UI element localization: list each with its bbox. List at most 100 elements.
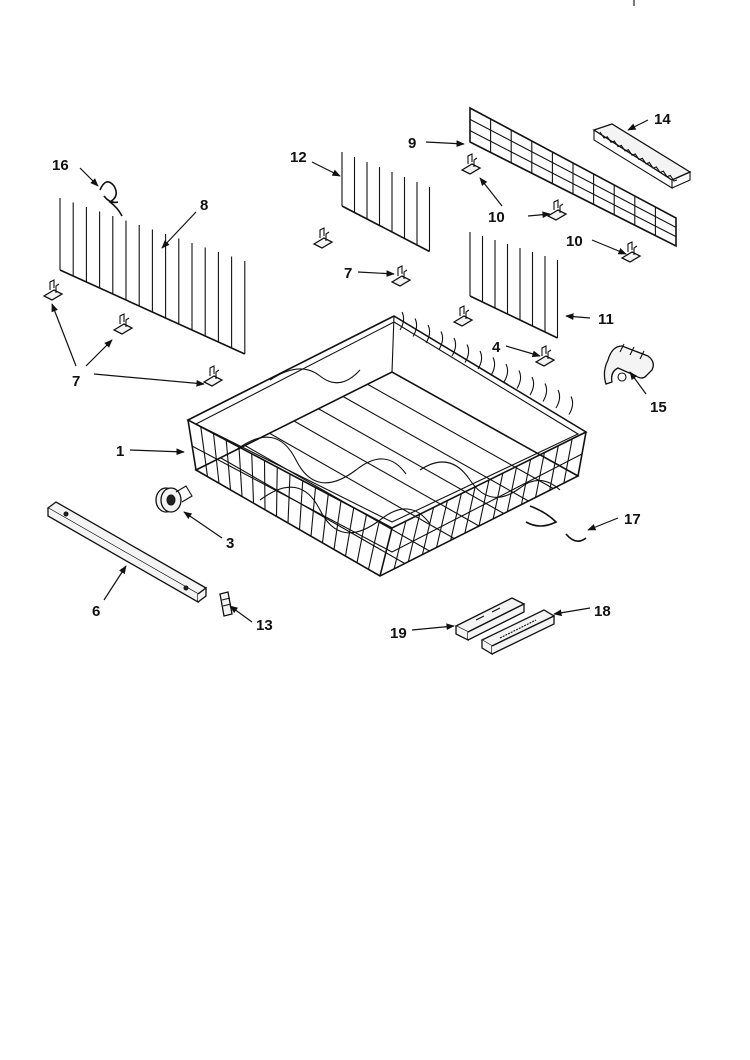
clip (312, 237, 334, 249)
rail-tooth (669, 174, 678, 182)
rack-floor-wire (244, 445, 430, 552)
part-13-stop (219, 591, 233, 617)
rack-floor-wire (293, 420, 480, 527)
rack-tine (425, 324, 431, 344)
clip-tab (473, 157, 478, 167)
rail-tooth (641, 157, 650, 165)
rack-wire (310, 487, 317, 537)
callout-17: 17 (624, 511, 641, 528)
rack-floor-wire (367, 383, 554, 489)
rack-wire (464, 486, 476, 534)
clip-tab (553, 199, 559, 210)
callout-13: 13 (256, 617, 273, 634)
callout-12: 12 (290, 149, 307, 166)
leader-lines (51, 119, 649, 631)
clip-tab (627, 241, 633, 252)
rack-wire (275, 467, 278, 517)
rack-wire (520, 459, 532, 505)
rack-tine (503, 363, 509, 383)
rack-floor-wire (269, 432, 455, 539)
rack-tine (555, 389, 561, 409)
callout-10: 10 (488, 209, 505, 226)
clip-tab (541, 345, 547, 356)
clip-tab (465, 309, 470, 319)
clip-tab (119, 313, 125, 324)
rack-wire (450, 493, 462, 541)
tine12-rod (341, 205, 430, 253)
clip (452, 315, 474, 327)
rack-tine (529, 376, 535, 396)
clip-tab (125, 317, 130, 327)
part-19-handle-base (454, 597, 526, 642)
clip-tab (559, 203, 564, 213)
part-16-clip (99, 181, 123, 217)
rack-wire (478, 479, 490, 527)
rack-tine (516, 370, 522, 389)
rack-tine (464, 344, 470, 363)
grid-row (469, 118, 677, 228)
rack-tine (399, 311, 405, 331)
callout-3: 3 (226, 535, 234, 552)
rack-wire (535, 452, 545, 498)
part-8-tine-row (59, 198, 246, 355)
rack-floor-wire (342, 396, 529, 502)
rack-wire (298, 480, 304, 530)
part-18-handle-cover (480, 609, 556, 656)
rail-tooth (620, 144, 629, 152)
rail-tooth (655, 166, 664, 174)
clip-tab (459, 305, 465, 316)
part-12-tine-row (341, 152, 431, 253)
rack-tine (542, 383, 548, 402)
rail-tooth (627, 148, 636, 156)
rack-wire (436, 500, 448, 548)
rack-wire (393, 521, 407, 569)
callout-19: 19 (390, 625, 407, 642)
part-17-hook (565, 533, 587, 542)
rack-floor-wire (318, 408, 505, 514)
clip-tab (209, 365, 215, 376)
callout-15: 15 (650, 399, 667, 416)
clip (112, 323, 134, 335)
callout-8: 8 (200, 197, 208, 214)
clip-tab (319, 227, 325, 238)
rack-wire (492, 473, 504, 519)
tine8-rod (59, 269, 246, 355)
clip-tab (49, 279, 55, 290)
callout-11: 11 (598, 311, 614, 328)
callout-16: 16 (52, 157, 69, 174)
callout-7: 7 (72, 373, 80, 390)
clip-tab (403, 269, 408, 279)
rail-tooth (599, 131, 608, 139)
callout-7: 7 (344, 265, 352, 282)
rack-wire (287, 473, 291, 524)
part-3-wheel (155, 485, 193, 513)
clip (546, 209, 568, 221)
clip-parts (42, 153, 642, 387)
callout-18: 18 (594, 603, 611, 620)
rack-tine (412, 318, 418, 337)
clip-tab (547, 349, 552, 359)
rail-tooth (606, 135, 615, 143)
clip-tab (397, 265, 403, 276)
callout-10: 10 (566, 233, 583, 250)
rack-tine (438, 331, 444, 350)
clip (202, 375, 224, 387)
clip-tab (633, 245, 638, 255)
clip (620, 251, 642, 263)
rack-wire (421, 507, 435, 555)
rack-tine (490, 357, 496, 376)
part-1-rack-basket (186, 311, 588, 577)
rack-wire (506, 466, 518, 512)
clip-tab (325, 231, 330, 241)
callout-9: 9 (408, 135, 416, 152)
callout-14: 14 (654, 111, 671, 128)
part-9-grid-panel (469, 106, 677, 248)
rack-wire (200, 426, 209, 477)
clip-tab (215, 369, 220, 379)
callout-6: 6 (92, 603, 100, 620)
rack-floor-wire (220, 457, 406, 564)
clip-tab (467, 153, 473, 164)
clip (534, 355, 556, 367)
rack-wire (407, 514, 421, 562)
